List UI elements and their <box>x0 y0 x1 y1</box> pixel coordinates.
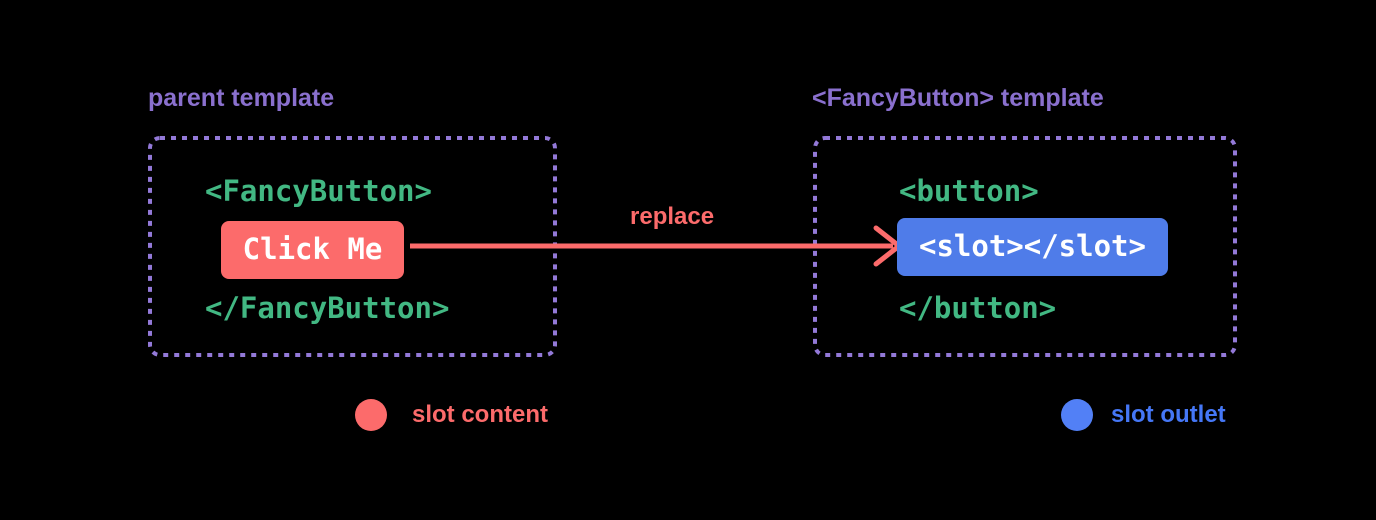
replace-label: replace <box>630 203 715 230</box>
slot-outlet-button: <slot></slot> <box>897 218 1168 276</box>
slot-content-dot-icon <box>355 399 387 431</box>
fancybutton-template-title: <FancyButton> template <box>812 84 1104 112</box>
click-me-button: Click Me <box>221 221 404 279</box>
slot-outlet-label: slot outlet <box>1111 401 1226 428</box>
parent-template-title: parent template <box>148 84 335 112</box>
parent-open-tag: <FancyButton> <box>205 174 432 208</box>
slot-content-label: slot content <box>412 401 548 428</box>
fancybutton-template-box <box>813 136 1237 357</box>
parent-close-tag: </FancyButton> <box>205 291 450 325</box>
click-me-label: Click Me <box>242 232 383 267</box>
template-close-tag: </button> <box>899 291 1057 325</box>
template-open-tag: <button> <box>899 174 1039 208</box>
slot-code-label: <slot></slot> <box>919 229 1146 264</box>
slot-outlet-dot-icon <box>1061 399 1093 431</box>
